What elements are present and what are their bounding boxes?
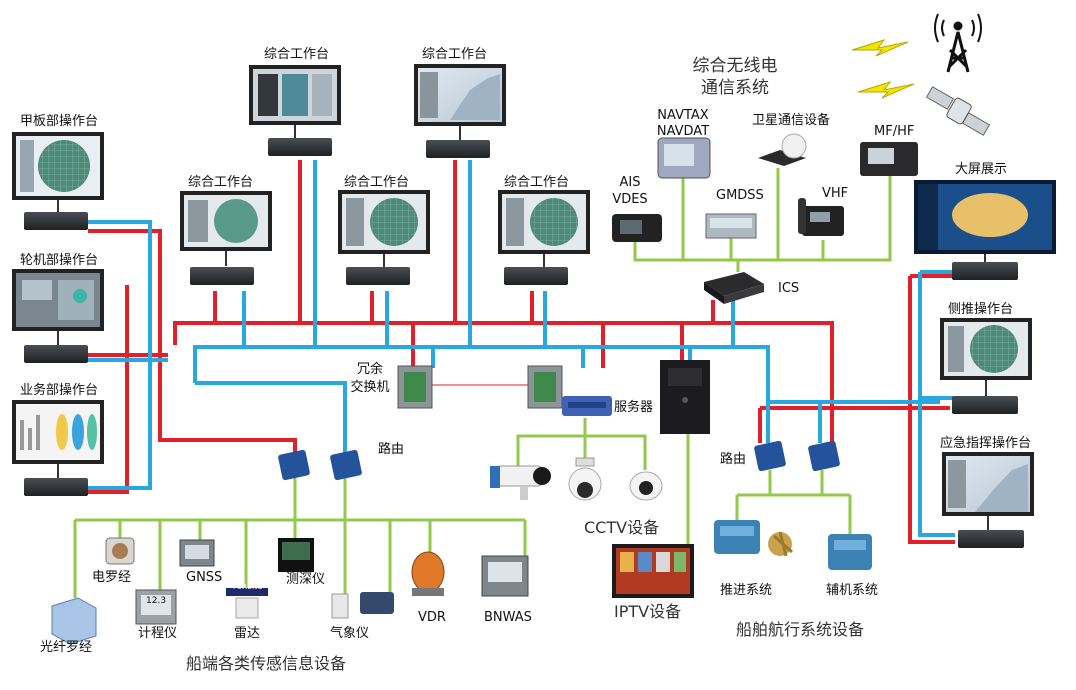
workstation-top-1-monitor [249,65,341,125]
server-tower [660,360,710,434]
emergency-command-monitor [942,452,1034,516]
monitor-stands [57,125,989,530]
echo-sounder-label: 测深仪 [286,572,326,587]
mfhf-device [860,142,918,176]
ics-label: ICS [778,281,800,296]
gmdss-device [705,213,757,239]
workstation-top-2-monitor [414,64,506,126]
radio-system-title-line1: 综合无线电 [692,56,778,76]
emergency-command-label: 应急指挥操作台 [940,436,1032,451]
routers [278,440,840,481]
workstation-top-1-label: 综合工作台 [264,47,330,62]
deck-console-label: 甲板部操作台 [20,114,99,129]
workstation-mid-2-monitor [338,190,430,254]
server-label: 服务器 [614,400,654,415]
iptv-screen [612,544,694,598]
gnss-device [179,539,215,567]
business-console-monitor [12,400,104,464]
satcom-device [758,133,807,166]
radar-antenna-device [226,588,268,619]
gnss-label: GNSS [186,570,223,585]
gyro-compass-device [105,537,135,565]
bnwas-device [481,555,529,597]
echo-sounder-device [278,538,314,572]
vdr-device [411,551,445,596]
vhf-device [798,198,844,236]
redundant-switch-label-line1: 冗余 [356,362,383,377]
green-links [73,168,892,598]
server-switch-box [562,396,612,416]
sensor-group-title: 船端各类传感信息设备 [186,654,347,673]
radio-system-title-line2: 通信系统 [701,78,769,98]
fiber-gyro-label: 光纤罗经 [40,640,93,655]
speed-log-device [135,589,177,625]
ais-label-line1: AIS [619,175,641,190]
gmdss-label: GMDSS [716,188,764,203]
rack-units [24,138,1024,548]
auxiliary-engine-device [828,534,872,570]
ais-label-line2: VDES [612,192,648,207]
dome-camera-ptz [568,457,602,501]
speed-log-display-value: 12.3 [146,596,167,606]
weather-station-device [331,592,394,619]
antenna-tower-icon [934,13,982,73]
redundant-switch-label-line2: 交换机 [350,380,390,395]
workstation-top-2-label: 综合工作台 [422,47,488,62]
propulsion-engine-device [714,520,793,557]
dome-camera-small [629,471,663,501]
ics-box [704,272,764,304]
workstation-mid-1-monitor [180,191,272,251]
navtax-label-line1: NAVTAX [657,108,709,123]
auxiliary-label: 辅机系统 [826,583,879,598]
redundant-switch-left [397,365,433,409]
side-thruster-monitor [940,318,1032,380]
bnwas-label: BNWAS [484,610,532,625]
cctv-label: CCTV设备 [584,518,660,537]
workstation-mid-3-monitor [498,190,590,254]
satcom-label: 卫星通信设备 [752,113,831,128]
navigation-group-title: 船舶航行系统设备 [736,620,865,639]
router-left-label: 路由 [378,442,405,457]
radar-brand-text: FURUNO [233,583,263,591]
fiber-gyro-device [51,597,97,645]
navtax-label-line2: NAVDAT [656,124,710,139]
deck-console-monitor [12,132,104,200]
side-thruster-label: 侧推操作台 [948,302,1014,317]
engine-console-label: 轮机部操作台 [20,253,99,268]
workstation-mid-2-label: 综合工作台 [344,175,410,190]
vdr-label: VDR [418,610,446,625]
propulsion-label: 推进系统 [720,583,773,598]
redundant-switch-right [527,365,563,409]
vhf-label: VHF [822,186,849,201]
navtax-device [657,137,711,179]
lightning-icons [851,39,915,99]
business-console-label: 业务部操作台 [20,383,99,398]
ais-device [612,214,662,242]
weather-station-label: 气象仪 [330,626,370,641]
mfhf-label: MF/HF [874,124,915,139]
engine-console-monitor [12,269,104,331]
gyro-compass-label: 电罗经 [92,570,132,585]
big-screen-label: 大屏展示 [955,162,1008,177]
workstation-mid-3-label: 综合工作台 [504,175,570,190]
bullet-camera [490,465,551,500]
iptv-label: IPTV设备 [614,602,682,621]
radar-label: 雷达 [234,626,261,641]
red-network [88,160,955,544]
satellite-icon [925,86,991,136]
workstation-mid-1-label: 综合工作台 [188,175,254,190]
router-right-label: 路由 [720,452,747,467]
big-screen-display [914,180,1056,254]
speed-log-label: 计程仪 [138,626,178,641]
